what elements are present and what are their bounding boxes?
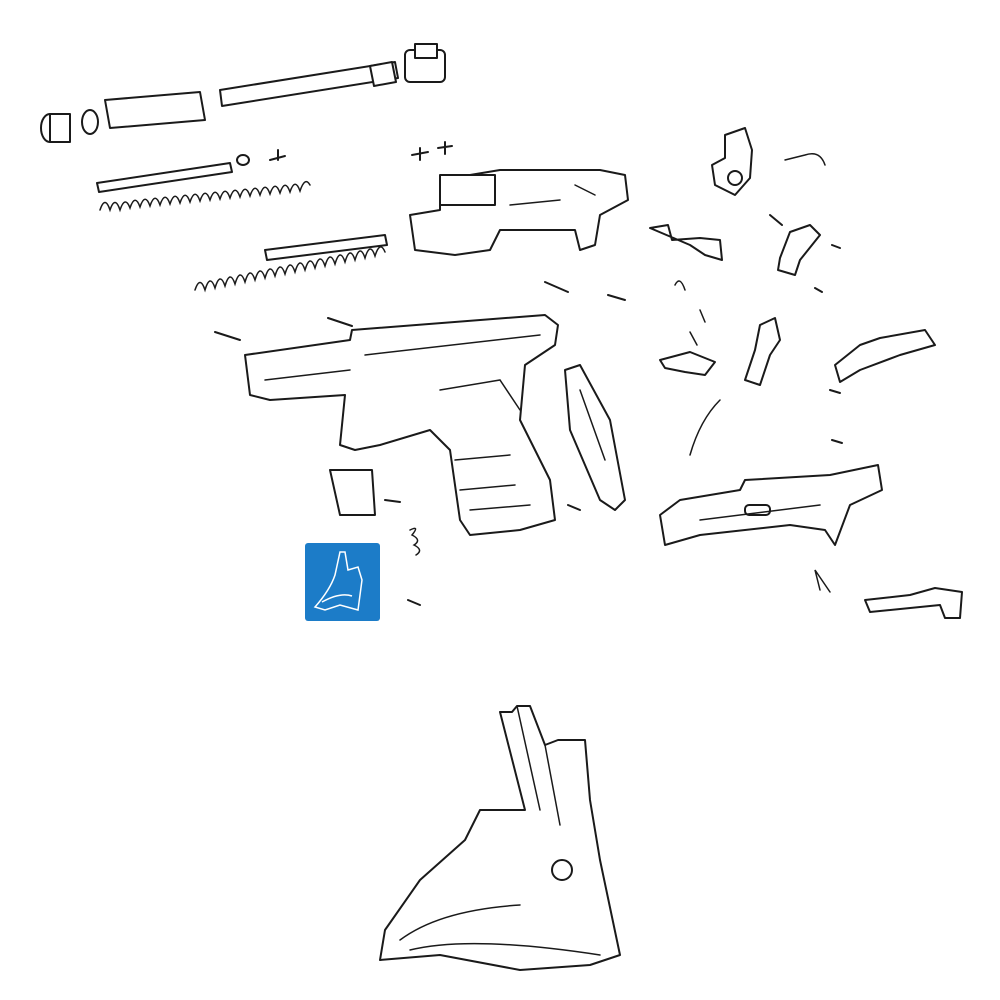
trigger-detail bbox=[379, 705, 621, 971]
trigger-bar-part[interactable] bbox=[689, 399, 963, 619]
grip-insert-part[interactable] bbox=[564, 364, 626, 511]
trigger-icon bbox=[313, 551, 363, 611]
rear-chassis-part[interactable] bbox=[659, 464, 883, 546]
sear-part[interactable] bbox=[649, 224, 936, 386]
guide-rod-part[interactable] bbox=[96, 149, 388, 261]
barrel-part[interactable] bbox=[40, 43, 446, 143]
hammer-part[interactable] bbox=[711, 127, 753, 196]
selected-trigger-tile[interactable] bbox=[305, 543, 380, 621]
springs-and-pins[interactable] bbox=[214, 153, 843, 606]
frame-part[interactable] bbox=[244, 314, 559, 536]
slide-insert-part[interactable] bbox=[409, 141, 629, 256]
recoil-spring-part[interactable] bbox=[99, 180, 386, 293]
